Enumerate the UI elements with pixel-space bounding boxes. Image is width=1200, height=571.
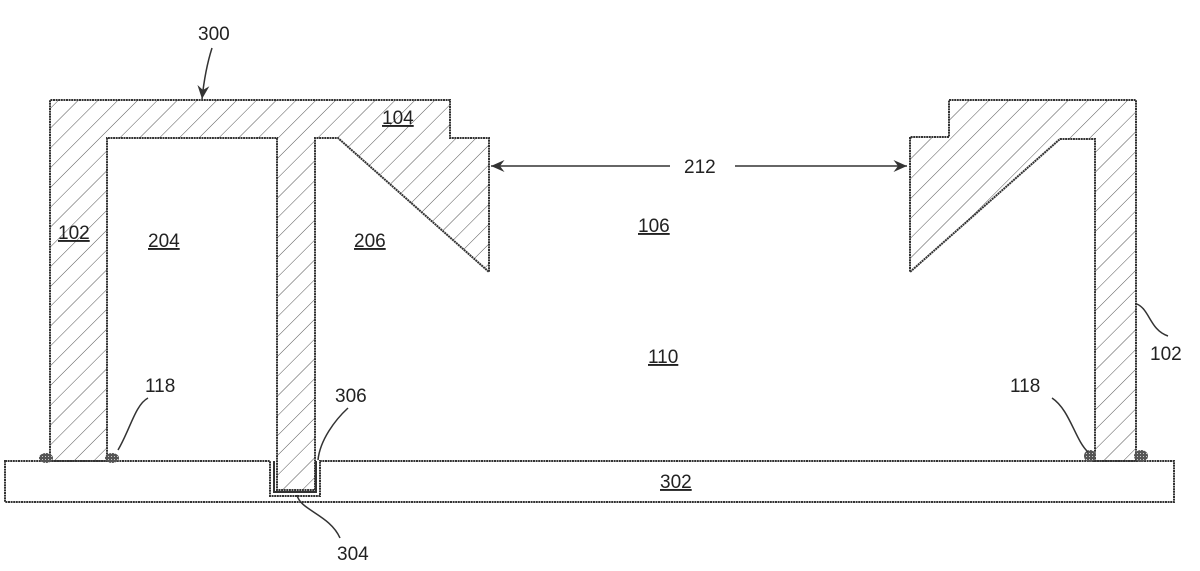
leader-118-left [117,397,149,451]
label-118-right: 118 [1010,376,1040,397]
label-206: 206 [354,231,386,252]
label-300: 300 [198,24,230,45]
label-212: 212 [684,157,716,178]
right-cap-structure [909,99,1137,462]
label-110: 110 [648,347,678,368]
label-104: 104 [382,108,414,129]
seal-118-left-inner [105,453,119,463]
label-102-left: 102 [58,223,90,244]
leader-102-right [1136,303,1169,337]
seal-118-left-outer [39,453,53,463]
label-302: 302 [660,472,692,493]
label-204: 204 [148,231,180,252]
leader-304 [296,494,341,539]
label-102-right: 102 [1150,344,1182,365]
seal-118-right-outer [1134,450,1148,462]
label-106: 106 [638,216,670,237]
label-306: 306 [335,386,367,407]
leader-118-right [1051,397,1089,453]
substrate [4,460,1175,503]
left-cap-structure [49,99,490,491]
leader-300 [197,47,213,100]
label-118-left: 118 [145,376,175,397]
seal-118-right-inner [1084,450,1096,462]
label-304: 304 [337,544,369,565]
leader-306 [317,407,349,461]
